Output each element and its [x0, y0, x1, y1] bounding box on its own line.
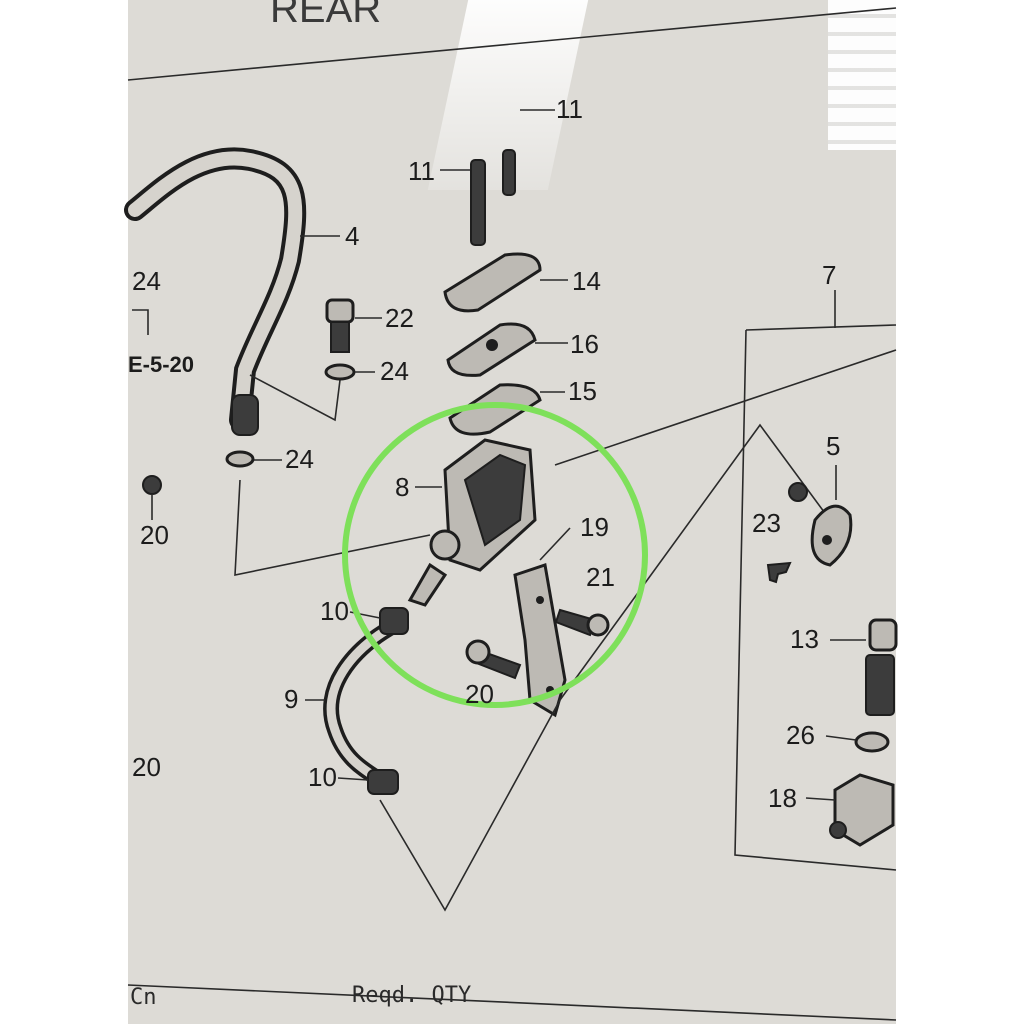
- hose-clamp-10-lower: [367, 769, 399, 795]
- highlight-circle: [342, 402, 648, 708]
- callout-22: 22: [385, 303, 414, 333]
- cylinder-outlet-nipple: [407, 562, 448, 607]
- hose-clamp-10: [379, 607, 409, 635]
- callout-10: 10: [320, 596, 349, 626]
- callout-20-left: 20: [140, 520, 169, 550]
- callout-9: 9: [284, 684, 298, 714]
- hose-banjo-fitting: [231, 394, 259, 436]
- reservoir-cap-14: [443, 252, 542, 313]
- callout-18: 18: [768, 783, 797, 813]
- footer-left-fragment: Cn: [130, 985, 157, 1010]
- footer-rule: [127, 984, 897, 1021]
- left-part-20: [142, 475, 162, 495]
- callout-26: 26: [786, 720, 815, 750]
- reference-e-5-20: E-5-20: [128, 352, 194, 377]
- callout-20-bottom-left: 20: [132, 752, 161, 782]
- sealing-washer-24: [324, 363, 356, 381]
- sealing-washer-24-lower: [225, 450, 255, 468]
- footer-reqd-qty: Reqd. QTY: [352, 983, 471, 1008]
- callout-24-left: 24: [132, 266, 161, 296]
- diaphragm-15: [448, 383, 542, 436]
- light-glare-right: [828, 0, 896, 150]
- banjo-bolt-22: [325, 298, 355, 324]
- header-rule: [127, 7, 897, 81]
- part-23-bolt: [766, 561, 792, 584]
- callout-13: 13: [790, 624, 819, 654]
- callout-24-lower: 24: [285, 444, 314, 474]
- callout-21: 21: [586, 562, 615, 592]
- callout-10-lower: 10: [308, 762, 337, 792]
- callout-19: 19: [580, 512, 609, 542]
- callout-5: 5: [826, 431, 840, 461]
- bracket-bolt-21: [554, 608, 597, 637]
- part-13: [868, 618, 898, 652]
- callout-11: 11: [408, 156, 435, 186]
- callout-23: 23: [752, 508, 781, 538]
- part-5: [810, 504, 853, 567]
- header-title-fragment: REAR: [270, 0, 381, 31]
- callout-16: 16: [570, 329, 599, 359]
- callout-24: 24: [380, 356, 409, 386]
- reservoir-screw-11: [470, 159, 486, 246]
- callout-20: 20: [465, 679, 494, 709]
- callout-4: 4: [345, 221, 359, 251]
- mounting-bracket-19: [513, 563, 567, 718]
- callout-11-top: 11: [556, 94, 583, 124]
- part-23-nut: [788, 482, 808, 502]
- callout-7: 7: [822, 260, 836, 290]
- part-26: [854, 731, 890, 753]
- callout-15: 15: [568, 376, 597, 406]
- reservoir-screw-11b: [502, 149, 516, 196]
- callout-14: 14: [572, 266, 601, 296]
- callout-8: 8: [395, 472, 409, 502]
